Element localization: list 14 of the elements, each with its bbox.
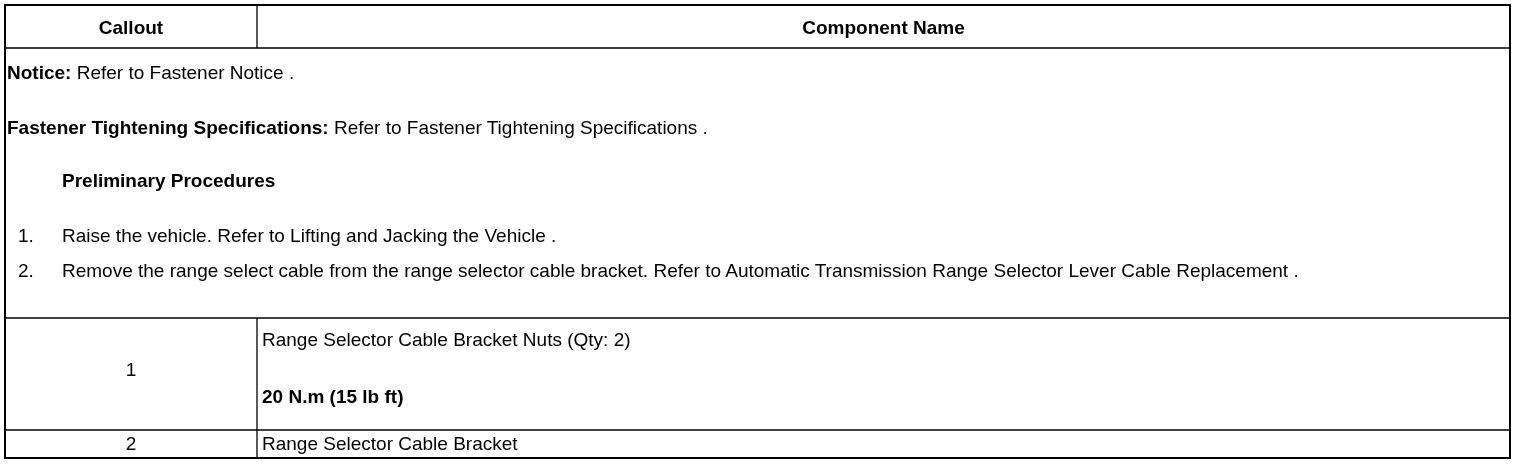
component-name: Range Selector Cable Bracket [262,432,519,456]
torque-spec: 20 N.m (15 lb ft) [262,385,405,409]
section-heading: Preliminary Procedures [62,169,277,193]
column-header: Component Name [801,16,966,40]
callout-number: 1 [124,358,138,382]
component-name: Range Selector Cable Bracket Nuts (Qty: 2) [262,328,632,352]
list-number: 1. [18,224,35,248]
notice-text: Fastener Tightening Specifications: Refer to Fastener Tightening Specifications . [7,116,709,140]
notice-text: Notice: Refer to Fastener Notice . [7,61,296,85]
procedure-step: Raise the vehicle. Refer to Lifting and Jacking the Vehicle . [62,222,1492,250]
procedure-step: Remove the range select cable from the range selector cable bracket. Refer to Automatic Transmission Range Selector Lever Cable Replacement . [62,257,1472,285]
column-header: Callout [97,16,165,40]
list-number: 2. [18,259,35,283]
callout-number: 2 [124,432,138,456]
